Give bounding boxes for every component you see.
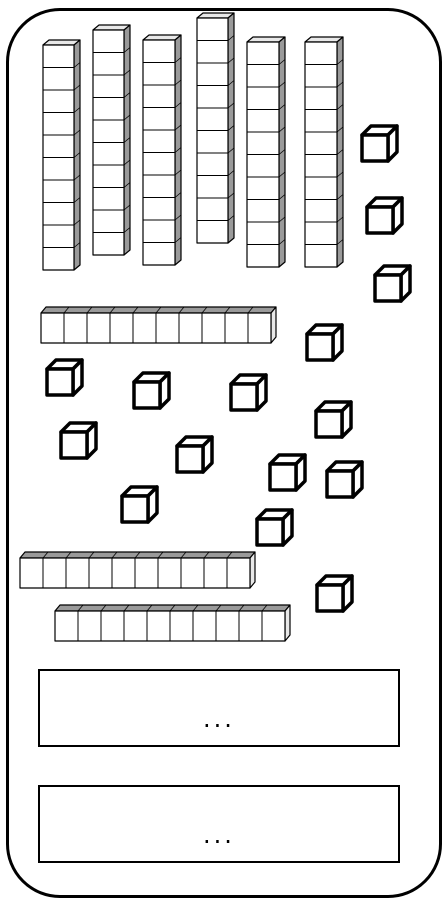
answer-box-2-text: ... bbox=[203, 821, 235, 849]
tens-rod-4 bbox=[247, 37, 285, 267]
tens-rod-5 bbox=[305, 37, 343, 267]
tens-rod-6 bbox=[41, 307, 276, 343]
ones-cube-2 bbox=[375, 266, 410, 301]
ones-cube-8 bbox=[61, 423, 96, 458]
ones-cube-9 bbox=[177, 437, 212, 472]
tens-rod-0 bbox=[43, 40, 80, 270]
ones-cube-0 bbox=[362, 126, 397, 161]
ones-cube-10 bbox=[270, 455, 305, 490]
tens-rod-7 bbox=[20, 552, 255, 588]
ones-cube-7 bbox=[316, 402, 351, 437]
ones-cube-3 bbox=[307, 325, 342, 360]
ones-cube-5 bbox=[134, 373, 169, 408]
ones-cube-14 bbox=[317, 576, 352, 611]
tens-rod-3 bbox=[197, 13, 234, 243]
tens-rod-8 bbox=[55, 605, 290, 641]
ones-cube-1 bbox=[367, 198, 402, 233]
answer-box-2[interactable]: ... bbox=[38, 785, 400, 863]
tens-rod-1 bbox=[93, 25, 130, 255]
ones-cube-12 bbox=[122, 487, 157, 522]
ones-cube-13 bbox=[257, 510, 292, 545]
ones-cube-6 bbox=[231, 375, 266, 410]
ones-cube-11 bbox=[327, 462, 362, 497]
ones-cube-4 bbox=[47, 360, 82, 395]
answer-box-1[interactable]: ... bbox=[38, 669, 400, 747]
answer-box-1-text: ... bbox=[203, 705, 235, 733]
tens-rod-2 bbox=[143, 35, 181, 265]
